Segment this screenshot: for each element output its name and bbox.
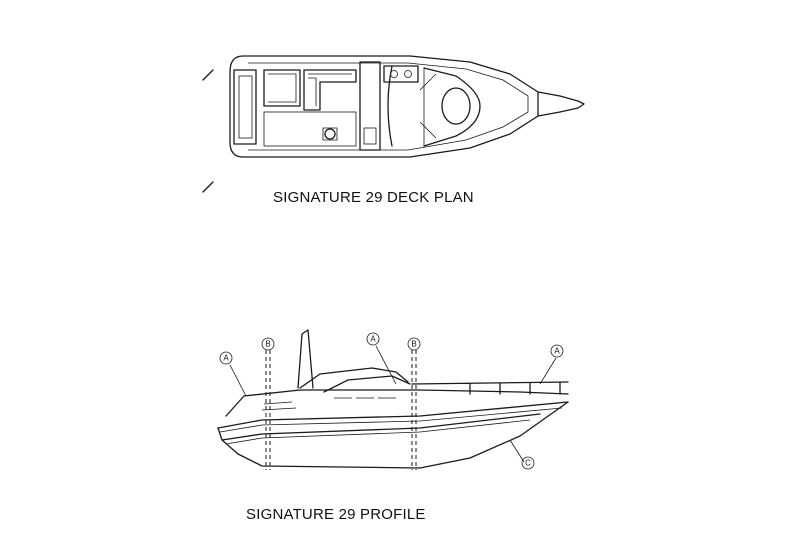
callout-b1: B (261, 337, 275, 351)
callout-a3: A (550, 344, 564, 358)
profile-drawing (217, 329, 569, 470)
callout-c1-label: C (525, 459, 531, 468)
callout-a1: A (219, 351, 233, 365)
callout-a2-label: A (370, 335, 376, 344)
callout-a2: A (366, 332, 380, 346)
callout-b1-label: B (265, 340, 270, 349)
deck-plan-drawing (202, 55, 585, 193)
profile-caption: SIGNATURE 29 PROFILE (246, 506, 426, 523)
callout-c1: C (521, 456, 535, 470)
callout-a1-label: A (223, 354, 229, 363)
callout-a3-label: A (554, 347, 560, 356)
callout-b2: B (407, 337, 421, 351)
deck-plan-caption: SIGNATURE 29 DECK PLAN (273, 189, 474, 206)
callout-b2-label: B (411, 340, 416, 349)
